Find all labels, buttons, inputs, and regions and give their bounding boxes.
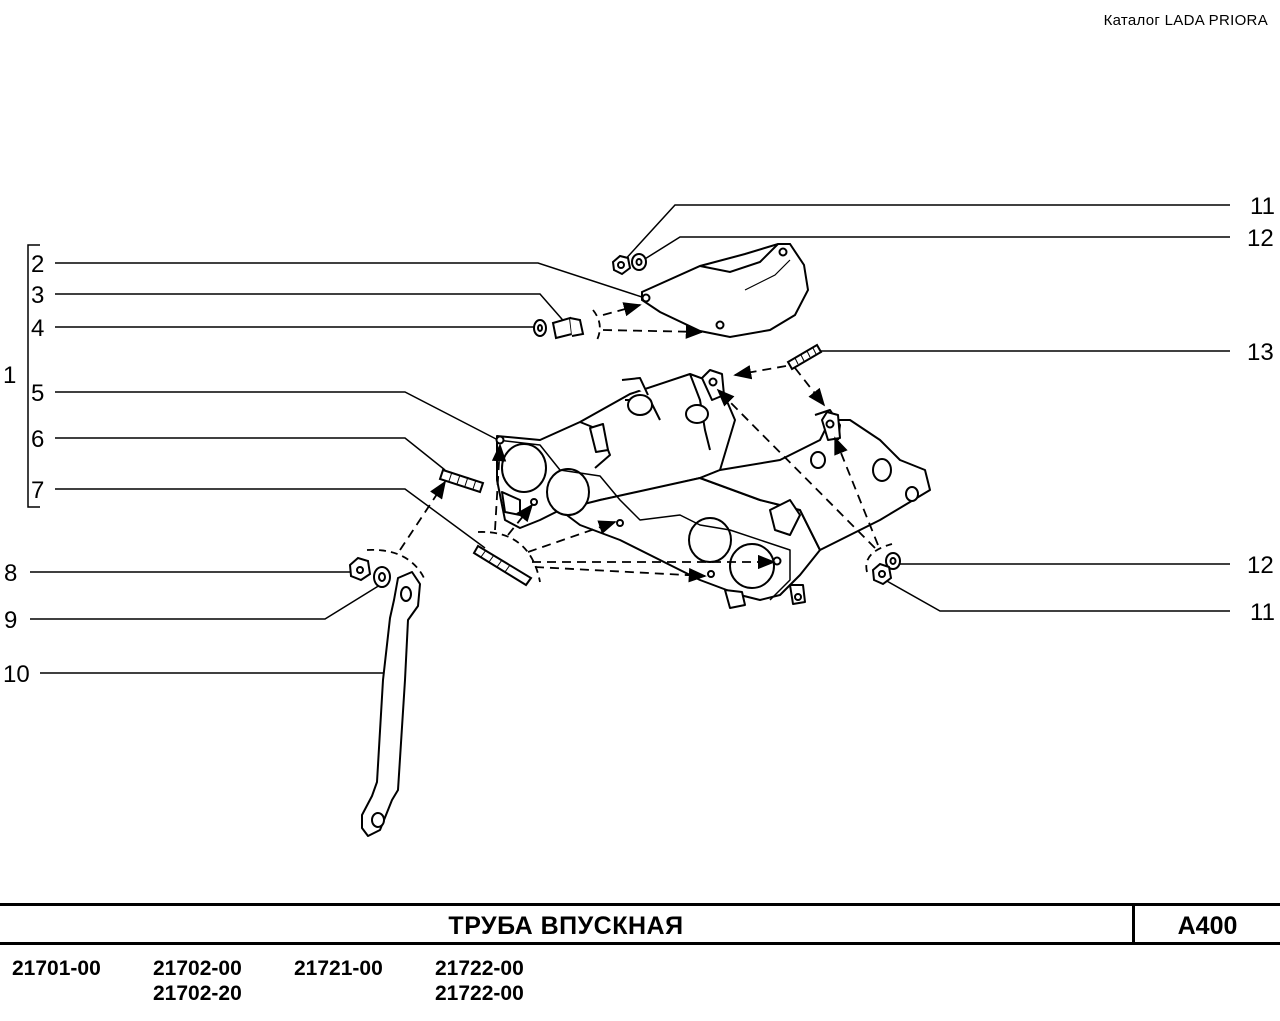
callout-13: 13: [1247, 339, 1274, 366]
washer-left: [373, 566, 391, 588]
group-bracket: [27, 244, 40, 508]
catalog-label: Каталог LADA PRIORA: [1103, 12, 1268, 29]
model-code-3: 21721-00: [294, 957, 383, 980]
support-bracket: [361, 571, 421, 837]
model-code-4a: 21722-00: [435, 957, 524, 980]
callout-10: 10: [3, 661, 30, 688]
callout-2: 2: [31, 251, 44, 278]
stud-right: [786, 343, 823, 371]
washer-bottom: [885, 552, 901, 570]
callout-5: 5: [31, 380, 44, 407]
model-code-2b: 21702-20: [153, 982, 242, 1005]
leader-7: [55, 488, 486, 549]
section-code: А400: [1132, 906, 1280, 942]
model-code-2a: 21702-00: [153, 957, 242, 980]
leader-3: [55, 293, 569, 327]
leader-12-top: [639, 236, 1230, 263]
bolt: [551, 316, 585, 340]
leader-lines: [30, 204, 1230, 674]
parts-diagram: 1 2 3 4 5 6 7 8 9 10 11 12 13 12 11: [3, 193, 1275, 837]
callout-8: 8: [4, 560, 17, 587]
callout-labels: 1 2 3 4 5 6 7 8 9 10 11 12 13 12 11: [3, 193, 1275, 688]
leader-5: [55, 391, 499, 441]
callout-6: 6: [31, 426, 44, 453]
stud-lower: [472, 544, 533, 587]
callout-9: 9: [4, 607, 17, 634]
callout-3: 3: [31, 282, 44, 309]
callout-12-top: 12: [1247, 225, 1274, 252]
callout-11-top: 11: [1250, 193, 1275, 220]
heat-shield: [641, 243, 810, 339]
nut-bottom: [871, 562, 893, 586]
intake-manifold: [495, 369, 931, 609]
model-code-4b: 21722-00: [435, 982, 524, 1005]
nut-left: [348, 556, 372, 582]
leader-6: [55, 437, 446, 471]
callout-4: 4: [31, 315, 44, 342]
stud-left: [438, 468, 485, 494]
callout-1: 1: [3, 362, 16, 389]
callout-7: 7: [31, 477, 44, 504]
washer-top: [631, 253, 647, 271]
leader-2: [55, 262, 646, 299]
callout-11-bottom: 11: [1250, 599, 1275, 626]
leader-9: [30, 584, 381, 620]
grouping-arcs: [366, 309, 893, 583]
callout-12-bottom: 12: [1247, 552, 1274, 579]
nut-top: [611, 254, 632, 276]
leader-11-top: [621, 204, 1230, 264]
leader-11-bottom: [884, 579, 1230, 612]
title-bar: ТРУБА ВПУСКНАЯ А400: [0, 903, 1280, 945]
assembly-arrows: [399, 302, 879, 583]
page-title: ТРУБА ВПУСКНАЯ: [448, 912, 684, 940]
model-code-1: 21701-00: [12, 957, 101, 980]
washer-small: [533, 319, 547, 337]
